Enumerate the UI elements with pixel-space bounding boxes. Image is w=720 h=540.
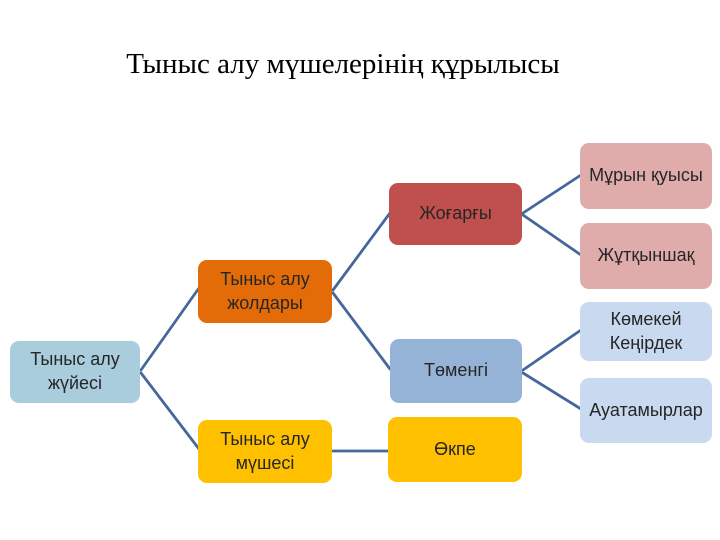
node-lower: Төменгі: [390, 339, 522, 403]
slide-title: Тыныс алу мүшелерінің құрылысы: [126, 48, 560, 80]
node-label-line: жүйесі: [47, 373, 103, 393]
node-label-line: Көмекей: [610, 308, 682, 329]
node-lungs: Өкпе: [388, 417, 522, 482]
node-label-line: мүшесі: [235, 452, 295, 473]
node-label-line: Мұрын қуысы: [589, 165, 703, 186]
node-label-line: Тыныс алу: [220, 428, 310, 449]
connector-system-organ: [139, 371, 201, 451]
node-nasal-cavity: Мұрын қуысы: [580, 143, 712, 209]
connector-upper-nasal: [521, 173, 583, 215]
connector-upper-pharynx: [521, 213, 583, 257]
node-respiratory-system: Тыныс алу жүйесі: [10, 341, 140, 403]
node-label-line: Төменгі: [424, 360, 488, 381]
node-bronchi: Ауатамырлар: [580, 378, 712, 443]
node-label-line: жолдары: [227, 292, 303, 313]
node-larynx-trachea: Көмекей Кеңірдек: [580, 302, 712, 361]
node-label-line: Жоғарғы: [419, 203, 492, 224]
node-label-line: Жұтқыншақ: [597, 245, 695, 266]
connector-lower-larynx: [521, 328, 583, 372]
node-label-line: Тыныс алу: [220, 268, 310, 289]
connector-system-airways: [139, 286, 201, 372]
node-pharynx: Жұтқыншақ: [580, 223, 712, 289]
node-respiratory-organ: Тыныс алу мүшесі: [198, 420, 332, 483]
node-label-line: Ауатамырлар: [589, 399, 703, 420]
node-airways: Тыныс алу жолдары: [198, 260, 332, 323]
connector-lower-bronchi: [521, 371, 583, 411]
node-upper: Жоғарғы: [389, 183, 522, 245]
connector-airways-upper: [331, 211, 392, 292]
node-label-line: Өкпе: [434, 438, 476, 459]
node-label-line: Кеңірдек: [609, 332, 683, 353]
connector-airways-lower: [331, 291, 392, 371]
node-label-line: Тыныс алу: [30, 349, 120, 370]
